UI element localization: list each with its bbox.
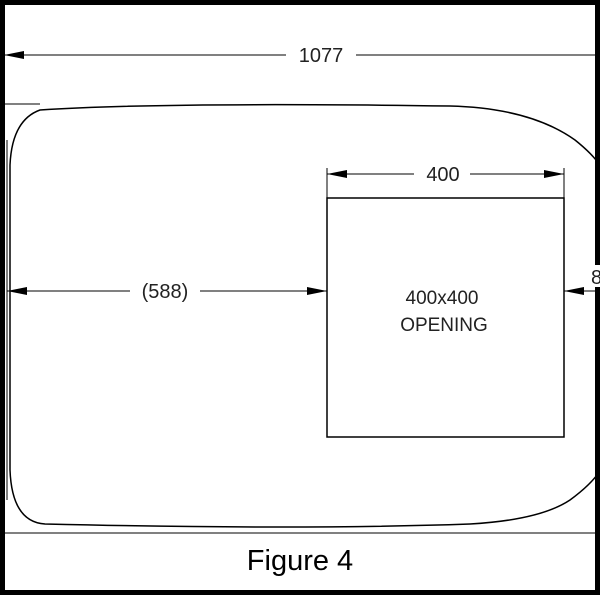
opening-rectangle — [326, 197, 565, 438]
overall-length-label: 1077 — [299, 45, 344, 67]
distance-to-opening-label: (588) — [142, 281, 189, 303]
opening-width-dimension: 400 — [327, 164, 564, 186]
distance-to-opening-dimension: (588) — [7, 281, 327, 303]
right-dimension-arrowhead — [564, 287, 584, 295]
overall-left-arrowhead — [4, 51, 24, 59]
panel-outline — [9, 103, 600, 528]
opening-label-line1: 400x400 — [406, 288, 479, 309]
right-side-dimension: 8 — [564, 265, 600, 295]
opening-width-label: 400 — [426, 164, 459, 186]
distance-right-arrowhead — [307, 287, 327, 295]
right-label-background — [590, 265, 600, 287]
opening-label-line2: OPENING — [400, 315, 488, 336]
distance-left-arrowhead — [7, 287, 27, 295]
right-side-dimension-label: 8 — [591, 267, 600, 289]
figure-caption: Figure 4 — [247, 545, 353, 577]
opening-left-arrowhead — [327, 170, 347, 178]
overall-length-dimension: 1077 — [4, 45, 600, 67]
opening-right-arrowhead — [544, 170, 564, 178]
